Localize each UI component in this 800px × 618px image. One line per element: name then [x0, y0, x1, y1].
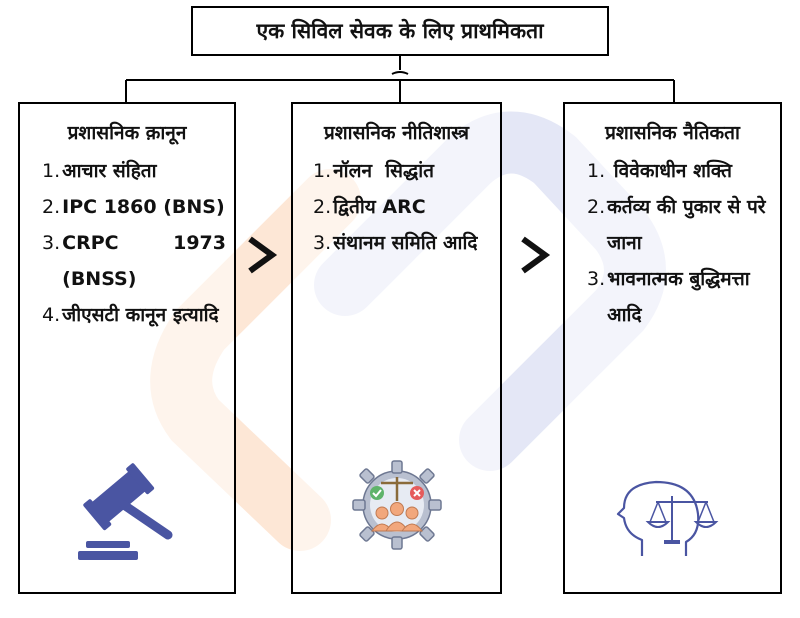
- item-text: भावनात्मक बुद्धिमत्ता आदि: [607, 268, 750, 326]
- head-scales-icon: [616, 480, 719, 556]
- list-item: 1. आचार संहिता: [42, 153, 226, 189]
- item-number: 1.: [587, 160, 606, 182]
- item-text: जीएसटी कानून इत्यादि: [62, 304, 219, 326]
- item-number: 3.: [42, 232, 61, 254]
- item-list: 1. नॉलन सिद्धांत 2. द्वितीय ARC 3. संथान…: [293, 153, 500, 261]
- item-number: 3.: [313, 232, 332, 254]
- item-number: 4.: [42, 304, 61, 326]
- item-number: 1.: [313, 160, 332, 182]
- gear-team-scales-icon: [352, 460, 442, 550]
- list-item: 3. संथानम समिति आदि: [313, 225, 492, 261]
- column-administrative-morality: प्रशासनिक नैतिकता 1. विवेकाधीन शक्ति 2. …: [563, 102, 782, 594]
- chevron-right-icon: [248, 236, 278, 274]
- list-item: 4. जीएसटी कानून इत्यादि: [42, 297, 226, 333]
- item-number: 2.: [587, 196, 606, 218]
- list-item: 2. द्वितीय ARC: [313, 189, 492, 225]
- item-text: संथानम समिति आदि: [333, 232, 478, 254]
- column-heading: प्रशासनिक नीतिशास्त्र: [323, 122, 470, 144]
- item-text: IPC 1860 (BNS): [62, 196, 225, 218]
- item-text: द्वितीय ARC: [333, 196, 426, 218]
- list-item: 2. IPC 1860 (BNS): [42, 189, 226, 225]
- list-item: 2. कर्तव्य की पुकार से परे जाना: [587, 189, 774, 261]
- list-item: 3. भावनात्मक बुद्धिमत्ता आदि: [587, 261, 774, 333]
- item-list: 1. आचार संहिता 2. IPC 1860 (BNS) 3. CRPC…: [20, 153, 234, 333]
- item-number: 3.: [587, 268, 606, 290]
- list-item: 1. नॉलन सिद्धांत: [313, 153, 492, 189]
- list-item: 1. विवेकाधीन शक्ति: [587, 153, 774, 189]
- item-number: 2.: [313, 196, 332, 218]
- chevron-right-icon: [521, 236, 551, 274]
- item-list: 1. विवेकाधीन शक्ति 2. कर्तव्य की पुकार स…: [565, 153, 780, 333]
- item-text: कर्तव्य की पुकार से परे जाना: [607, 196, 766, 254]
- gavel-icon: [78, 463, 173, 560]
- item-text: नॉलन सिद्धांत: [333, 160, 434, 182]
- list-item: 3. CRPC 1973 (BNSS): [42, 225, 226, 297]
- item-number: 1.: [42, 160, 61, 182]
- item-number: 2.: [42, 196, 61, 218]
- column-heading: प्रशासनिक नैतिकता: [605, 122, 740, 144]
- item-text: आचार संहिता: [62, 160, 157, 182]
- item-text: CRPC 1973 (BNSS): [62, 232, 226, 290]
- item-text: विवेकाधीन शक्ति: [607, 160, 732, 182]
- column-heading: प्रशासनिक क़ानून: [67, 122, 187, 144]
- diagram-title: एक सिविल सेवक के लिए प्राथमिकता: [191, 6, 609, 56]
